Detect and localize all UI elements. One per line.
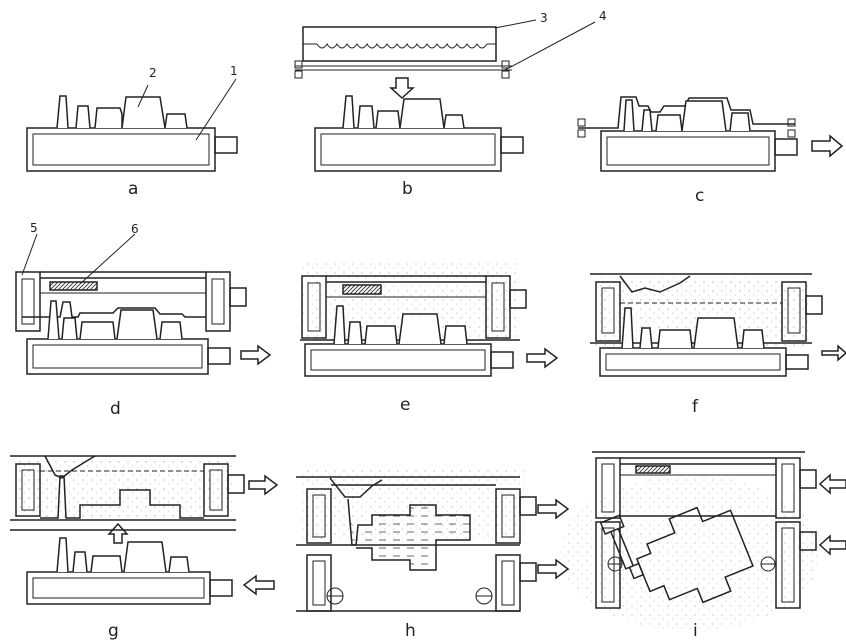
panel-label-h: h [405, 621, 416, 641]
panel-label-a: a [128, 179, 138, 199]
panel-c: c [577, 96, 844, 206]
sand-fill [12, 458, 234, 518]
panel-b: 3 4 b [294, 9, 607, 199]
casting [599, 506, 754, 604]
panel-label-f: f [692, 397, 699, 417]
empty-flask [592, 451, 817, 519]
pattern-plate [26, 127, 238, 172]
callout-4: 4 [599, 9, 607, 23]
callout-1: 1 [230, 64, 238, 78]
callout-6: 6 [131, 222, 139, 236]
pattern-plate [10, 529, 236, 605]
panel-d: 5 6 d [15, 221, 272, 419]
formed-film [578, 96, 795, 129]
mold-top [296, 476, 537, 544]
pattern [56, 95, 188, 129]
cavity-metal [296, 498, 520, 571]
panel-label-g: g [108, 621, 119, 641]
arrow-right-icon [821, 344, 846, 362]
panel-i: i [560, 451, 846, 641]
panel-label-d: d [110, 399, 121, 419]
flask [15, 271, 247, 332]
heater [302, 26, 497, 62]
arrow-left-icon [242, 574, 275, 596]
callout-3: 3 [540, 11, 548, 25]
panel-e: e [300, 262, 559, 415]
arrow-right-icon [248, 474, 279, 496]
leader-line [79, 233, 136, 285]
arrow-left-icon [818, 473, 846, 495]
panel-label-e: e [400, 395, 410, 415]
panel-f: f [590, 273, 846, 417]
leader-line [504, 21, 596, 71]
arrow-right-icon [537, 498, 570, 520]
film-frame [294, 60, 512, 79]
pattern [621, 307, 765, 349]
panel-h: h [296, 470, 570, 641]
pattern [342, 95, 465, 129]
pattern-plate [600, 130, 798, 172]
sand-filler [635, 465, 671, 474]
pattern [56, 537, 190, 573]
arrow-right-icon [537, 558, 570, 580]
lower-flask [595, 521, 817, 609]
sand-fill [560, 475, 820, 631]
arrow-right-icon [811, 134, 844, 158]
leader-line [494, 19, 537, 29]
mold-bottom [296, 554, 537, 612]
pattern-plate [599, 347, 809, 377]
leader-line [195, 78, 237, 141]
callout-2: 2 [149, 66, 157, 80]
pattern [333, 305, 468, 345]
callout-5: 5 [30, 221, 38, 235]
leader-line [137, 84, 149, 108]
pattern-plate [314, 127, 524, 172]
panel-label-i: i [693, 621, 698, 641]
arrow-left-icon [818, 534, 846, 556]
pattern [47, 300, 183, 340]
pattern-plate [304, 343, 514, 377]
panel-a: 2 1 a [26, 64, 238, 199]
leader-line [21, 233, 38, 276]
arrow-down-icon [389, 77, 415, 100]
panel-label-c: c [695, 186, 704, 206]
pattern [623, 99, 751, 132]
panel-g: g [10, 455, 279, 641]
arrow-right-icon [240, 344, 272, 366]
film-frame [577, 118, 796, 138]
mold-half [10, 455, 245, 521]
sand-filler [342, 284, 382, 295]
arrow-right-icon [526, 347, 559, 369]
arrow-up-icon [107, 522, 129, 544]
sand-filler [49, 281, 98, 291]
panel-label-b: b [402, 179, 413, 199]
